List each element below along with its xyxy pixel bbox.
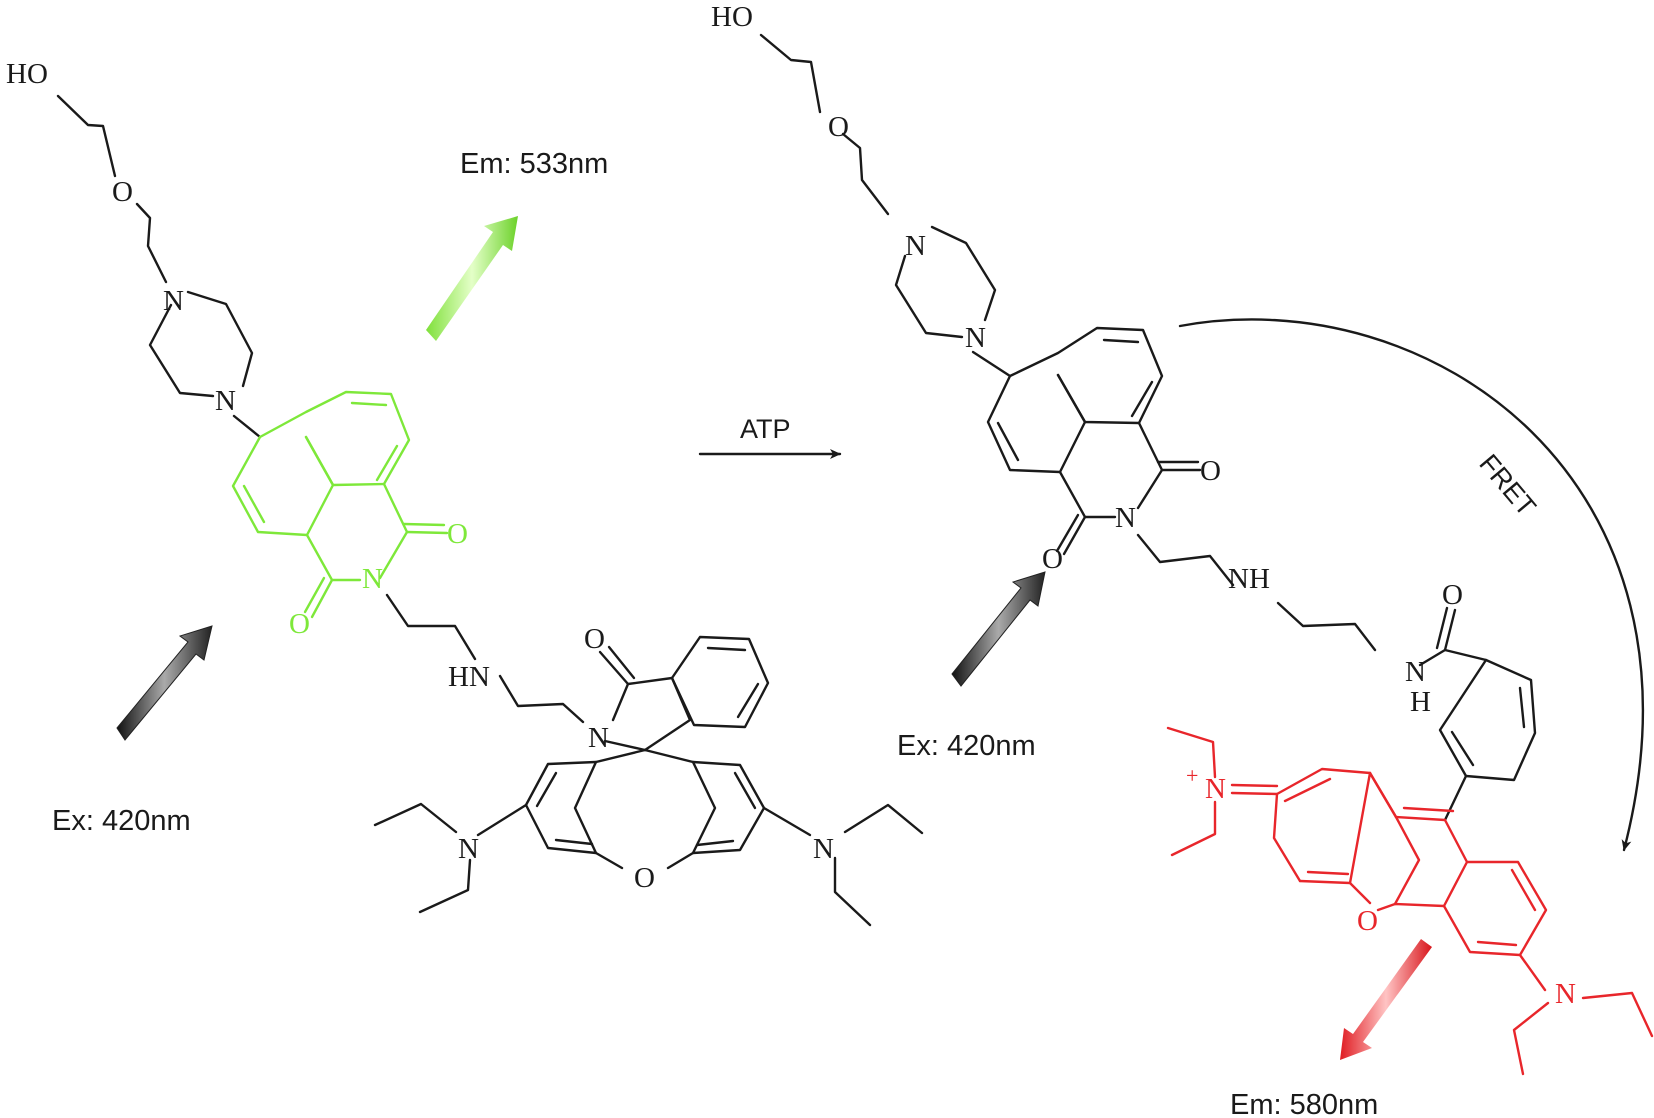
- right-amide-h-label: H: [1410, 686, 1431, 718]
- reagent-label: ATP: [740, 414, 791, 444]
- right-xanthene-oxygen-label: O: [1357, 905, 1378, 937]
- right-hydroxyl-label: HO: [711, 1, 753, 33]
- left-imide-oxygen-1-label: O: [447, 518, 468, 550]
- right-iminium-n-label: N: [1205, 773, 1226, 805]
- left-peg-chain: [56, 94, 168, 284]
- right-piperazine-ring: [894, 225, 1012, 378]
- left-lactam-nitrogen-label: N: [588, 722, 609, 754]
- left-piperazine-n1-label: N: [163, 285, 184, 317]
- right-molecule: HO O N N O O N: [711, 1, 1654, 1076]
- left-lactam-oxygen-label: O: [584, 623, 605, 655]
- left-xanthene-oxygen-label: O: [634, 862, 655, 894]
- right-imide-oxygen-2-label: O: [1042, 543, 1063, 575]
- left-amine-n-left-label: N: [458, 833, 479, 865]
- right-imide-nitrogen-label: N: [1115, 502, 1136, 534]
- right-peg-chain: [759, 33, 890, 216]
- right-amine-n-label: N: [1555, 978, 1576, 1010]
- right-iminium-charge-label: +: [1186, 763, 1198, 788]
- right-emission-label: Em: 580nm: [1230, 1089, 1378, 1118]
- right-benzoyl-ring: [1438, 658, 1537, 822]
- fret-label: FRET: [1473, 449, 1541, 522]
- left-imide-oxygen-2-label: O: [289, 608, 310, 640]
- left-piperazine-n4-label: N: [215, 385, 236, 417]
- red-emission-arrow-icon: [1340, 939, 1432, 1060]
- left-molecule: HO O N N O O N: [6, 58, 924, 927]
- left-excitation-arrow-icon: [116, 625, 213, 741]
- right-excitation-label: Ex: 420nm: [897, 730, 1036, 762]
- right-rhodamine-red: [1230, 767, 1548, 992]
- left-emission-label: Em: 533nm: [460, 148, 608, 180]
- right-linker: [1136, 533, 1488, 667]
- left-amine-n-right-label: N: [813, 833, 834, 865]
- left-spirolactam: [598, 635, 770, 752]
- right-naphthalimide: [986, 326, 1202, 556]
- right-diethylamino-groups: [1166, 726, 1654, 1076]
- green-emission-arrow-icon: [426, 216, 518, 341]
- left-ether-oxygen-label: O: [112, 176, 133, 208]
- left-excitation-label: Ex: 420nm: [52, 805, 191, 837]
- right-piperazine-n1-label: N: [905, 230, 926, 262]
- right-imide-oxygen-1-label: O: [1200, 455, 1221, 487]
- right-amide-oxygen-label: O: [1442, 579, 1463, 611]
- right-excitation-arrow-icon: [951, 571, 1046, 687]
- left-xanthene: [476, 748, 812, 870]
- right-piperazine-n4-label: N: [965, 322, 986, 354]
- left-hydroxyl-label: HO: [6, 58, 48, 90]
- fret-curved-arrow-icon: [1178, 318, 1644, 852]
- right-ether-oxygen-label: O: [828, 111, 849, 143]
- left-diethylamino-groups: [373, 802, 924, 927]
- left-piperazine-ring: [148, 290, 262, 439]
- left-imide-nitrogen-label: N: [362, 563, 383, 595]
- left-naphthalimide-green: [231, 390, 449, 619]
- left-amine-label: HN: [448, 661, 490, 693]
- right-amide-n-label: N: [1405, 656, 1426, 688]
- left-linker: [385, 593, 585, 724]
- right-amine-label: NH: [1228, 563, 1270, 595]
